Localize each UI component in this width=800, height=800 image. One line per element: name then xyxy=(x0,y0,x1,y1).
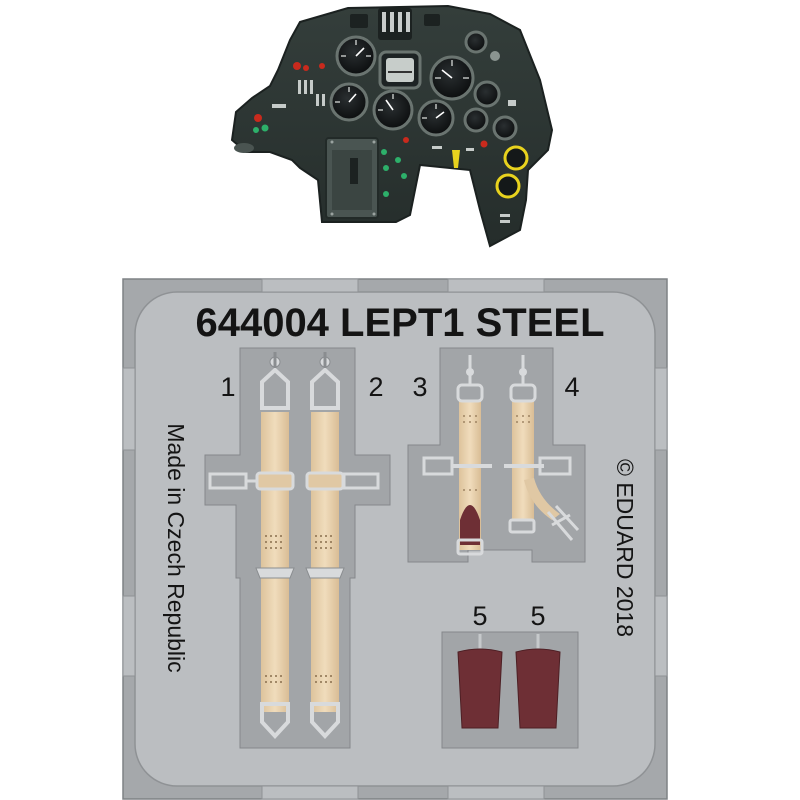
knob xyxy=(234,143,254,153)
yellow-gauge xyxy=(495,173,521,199)
yellow-gauge xyxy=(503,145,529,171)
seatbelt-part-4 xyxy=(504,355,580,541)
made-in-label: Made in Czech Republic xyxy=(163,423,189,672)
gauge-group xyxy=(329,30,518,141)
cutout-seatbelts-1-2 xyxy=(204,347,391,749)
seatbelt-part-2 xyxy=(305,352,380,739)
seatbelt-part-3 xyxy=(422,355,492,556)
pad-part-5 xyxy=(457,634,503,729)
seatbelt-part-1 xyxy=(208,352,295,739)
pad-part-5 xyxy=(515,634,561,729)
part-number-5b: 5 xyxy=(530,601,545,631)
photo-etch-fret: 644004 LEPT1 STEEL 1 2 3 4 5 5 Made in C… xyxy=(122,278,668,800)
instrument-panel-icon xyxy=(230,4,554,248)
warning-lights xyxy=(253,62,488,197)
panel-top-slot xyxy=(378,8,412,40)
copyright-label: © EDUARD 2018 xyxy=(612,459,638,637)
fret-title: 644004 LEPT1 STEEL xyxy=(195,301,604,345)
part-number-2: 2 xyxy=(368,372,383,402)
part-number-1: 1 xyxy=(220,372,235,402)
part-number-5a: 5 xyxy=(472,601,487,631)
part-number-4: 4 xyxy=(564,372,579,402)
part-number-3: 3 xyxy=(412,372,427,402)
